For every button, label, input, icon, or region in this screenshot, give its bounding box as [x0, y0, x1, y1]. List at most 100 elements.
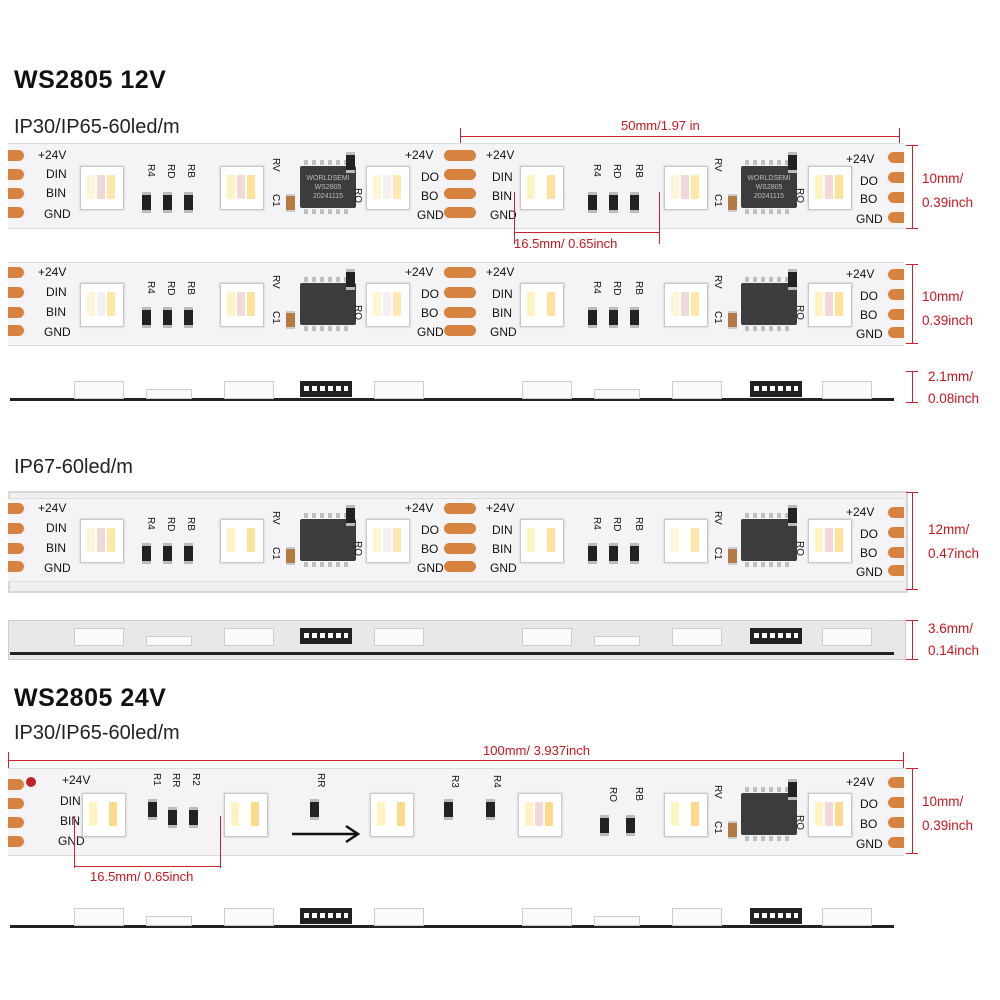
solder-pad — [888, 527, 904, 538]
pad-label-gnd: GND — [417, 208, 444, 222]
section-subtitle-ip30-24v: IP30/IP65-60led/m — [14, 722, 180, 744]
solder-pad — [444, 207, 460, 218]
label-rr: RR — [315, 773, 326, 788]
solder-pad — [444, 503, 460, 514]
pad-label-24v: +24V — [405, 148, 434, 162]
chip-text-3: 20241115 — [753, 193, 785, 200]
solder-pad — [460, 325, 476, 336]
capacitor — [286, 194, 295, 212]
led-chip — [518, 793, 562, 837]
resistor — [310, 799, 319, 820]
pad-label-gnd: GND — [490, 325, 517, 339]
dim-text-b: 0.14inch — [928, 643, 980, 658]
side-led — [224, 628, 274, 646]
solder-pad — [888, 192, 904, 203]
solder-pad — [8, 169, 24, 180]
solder-pad — [8, 307, 24, 318]
solder-pad — [8, 817, 24, 828]
side-pcb — [10, 925, 894, 928]
dimension-line-length — [8, 760, 904, 761]
label-r4: R4 — [145, 517, 156, 530]
resistor — [142, 543, 151, 564]
arrow-right-icon — [292, 824, 361, 844]
label-rv: RV — [712, 511, 723, 525]
solder-pad — [8, 561, 24, 572]
dimension-line-pitch — [74, 866, 221, 867]
side-ic — [300, 381, 352, 397]
solder-pad — [444, 523, 460, 534]
pad-label-din: DIN — [492, 170, 513, 184]
label-rb: RB — [185, 164, 196, 178]
label-rv: RV — [270, 158, 281, 172]
resistor — [163, 543, 172, 564]
label-rv: RV — [712, 158, 723, 172]
label-rb: RB — [633, 164, 644, 178]
pad-label-24v: +24V — [38, 148, 67, 162]
dimension-line-thickness — [912, 620, 913, 660]
chip-text-2: WS2805 — [314, 184, 342, 191]
solder-pad — [444, 188, 460, 199]
resistor — [588, 192, 597, 213]
pad-label-gnd: GND — [44, 561, 71, 575]
dimension-tick — [659, 192, 660, 244]
side-led — [374, 908, 424, 926]
resistor — [630, 543, 639, 564]
side-resistors — [146, 916, 192, 926]
ic-chip — [741, 513, 797, 567]
label-r4: R4 — [145, 281, 156, 294]
label-r2: R2 — [190, 773, 201, 786]
pad-label-bo: BO — [860, 192, 878, 206]
resistor — [630, 307, 639, 328]
dimension-tick — [906, 589, 918, 590]
label-rb: RB — [633, 787, 644, 801]
resistor — [184, 192, 193, 213]
led-chip — [366, 519, 410, 563]
solder-pad — [888, 817, 904, 828]
led-chip — [370, 793, 414, 837]
label-r3: R3 — [449, 775, 460, 788]
pad-label-bin: BIN — [46, 541, 67, 555]
pad-label-gnd: GND — [417, 561, 444, 575]
resistor — [346, 269, 355, 290]
led-chip — [80, 283, 124, 327]
pad-label-24v: +24V — [846, 267, 875, 281]
label-ro: RO — [794, 305, 805, 320]
solder-pad — [888, 172, 904, 183]
pad-label-24v: +24V — [846, 775, 875, 789]
ic-chip — [741, 277, 797, 331]
pad-label-din: DIN — [46, 167, 67, 181]
label-c1: C1 — [270, 311, 281, 324]
resistor — [346, 152, 355, 173]
dim-text-b: 0.39inch — [922, 195, 974, 210]
label-ro: RO — [794, 815, 805, 830]
label-rb: RB — [633, 517, 644, 531]
pad-label-bo: BO — [421, 306, 439, 320]
polarity-dot — [26, 777, 36, 787]
dim-text-b: 0.47inch — [928, 546, 980, 561]
label-rd: RD — [165, 517, 176, 532]
side-resistors — [146, 636, 192, 646]
label-rb: RB — [185, 281, 196, 295]
dimension-length-100mm: 100mm/ 3.937inch — [483, 743, 590, 758]
label-c1: C1 — [712, 194, 723, 207]
pad-label-din: DIN — [46, 521, 67, 535]
side-resistors — [594, 916, 640, 926]
dimension-width-10mm: 10mm/0.39inch — [922, 790, 973, 838]
dimension-tick — [74, 816, 75, 868]
solder-pad — [888, 327, 904, 338]
label-rd: RD — [611, 281, 622, 296]
solder-pad — [8, 207, 24, 218]
pad-label-do: DO — [421, 170, 439, 184]
led-chip — [366, 166, 410, 210]
resistor — [163, 192, 172, 213]
dim-text-a: 10mm/ — [922, 794, 964, 809]
chip-text-1: WORLDSEMI — [747, 175, 791, 182]
side-led — [822, 381, 872, 399]
label-rv: RV — [270, 275, 281, 289]
pad-label-24v: +24V — [486, 501, 515, 515]
pad-label-do: DO — [421, 287, 439, 301]
dim-text-a: 10mm/ — [922, 289, 964, 304]
dimension-line-width — [912, 768, 913, 854]
pad-label-gnd: GND — [856, 212, 883, 226]
pad-label-do: DO — [860, 289, 878, 303]
